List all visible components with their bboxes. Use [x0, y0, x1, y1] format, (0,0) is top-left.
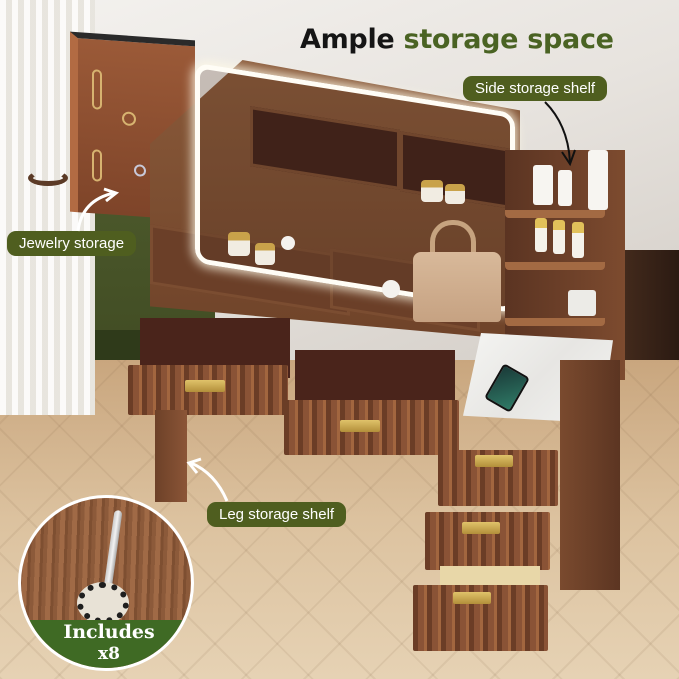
badge-includes-text: Includes: [63, 621, 155, 643]
handbag-handle: [430, 220, 476, 266]
cabinet-side: [560, 360, 620, 590]
lotion-bottle-icon: [558, 170, 572, 206]
callout-leg-storage-shelf: Leg storage shelf: [207, 502, 347, 527]
drawer-handle[interactable]: [185, 380, 225, 392]
includes-badge: Includes x8: [18, 495, 194, 671]
drawer-handle[interactable]: [462, 522, 500, 534]
jewelry-ring-icon: [134, 164, 146, 177]
shelf-board: [505, 210, 605, 218]
drawer-handle[interactable]: [340, 420, 380, 432]
arrow-icon: [544, 101, 576, 167]
tube-icon: [553, 220, 565, 254]
cosmetic-jar-icon: [228, 232, 250, 256]
cosmetic-jar-icon: [255, 243, 275, 265]
callout-jewelry-storage: Jewelry storage: [7, 231, 137, 256]
handbag: [413, 252, 501, 322]
drawer-handle[interactable]: [453, 592, 491, 604]
headline-part2: storage space: [403, 24, 614, 55]
jewelry-necklace-icon: [92, 69, 102, 110]
jewelry-hook-icon: [103, 509, 123, 591]
shelf-board: [505, 318, 605, 326]
box-icon: [588, 150, 608, 210]
shelf-board: [505, 262, 605, 270]
tube-icon: [535, 218, 547, 252]
headline: Ample storage space: [300, 24, 614, 55]
arrow-icon: [186, 457, 229, 502]
compact-icon: [281, 236, 295, 250]
lotion-bottle-icon: [533, 165, 553, 205]
badge-band: [21, 620, 191, 668]
tube-icon: [572, 222, 584, 258]
product-boxes-icon: [568, 290, 596, 316]
jewelry-bracelet-icon: [92, 149, 102, 182]
cosmetic-jar-icon: [445, 184, 465, 204]
badge-count-text: x8: [98, 644, 120, 664]
curtain-tieback: [28, 170, 68, 186]
arrow-icon: [76, 187, 120, 232]
vanity-leg: [155, 410, 187, 502]
ring-icon: [77, 582, 129, 624]
cosmetic-jar-icon: [421, 180, 443, 202]
jewelry-ring-icon: [122, 111, 136, 127]
side-drawer-2[interactable]: [425, 512, 550, 570]
compact-icon: [382, 280, 400, 298]
headline-part1: Ample: [300, 24, 395, 55]
drawer-handle[interactable]: [475, 455, 513, 467]
callout-side-storage-shelf: Side storage shelf: [463, 76, 608, 101]
